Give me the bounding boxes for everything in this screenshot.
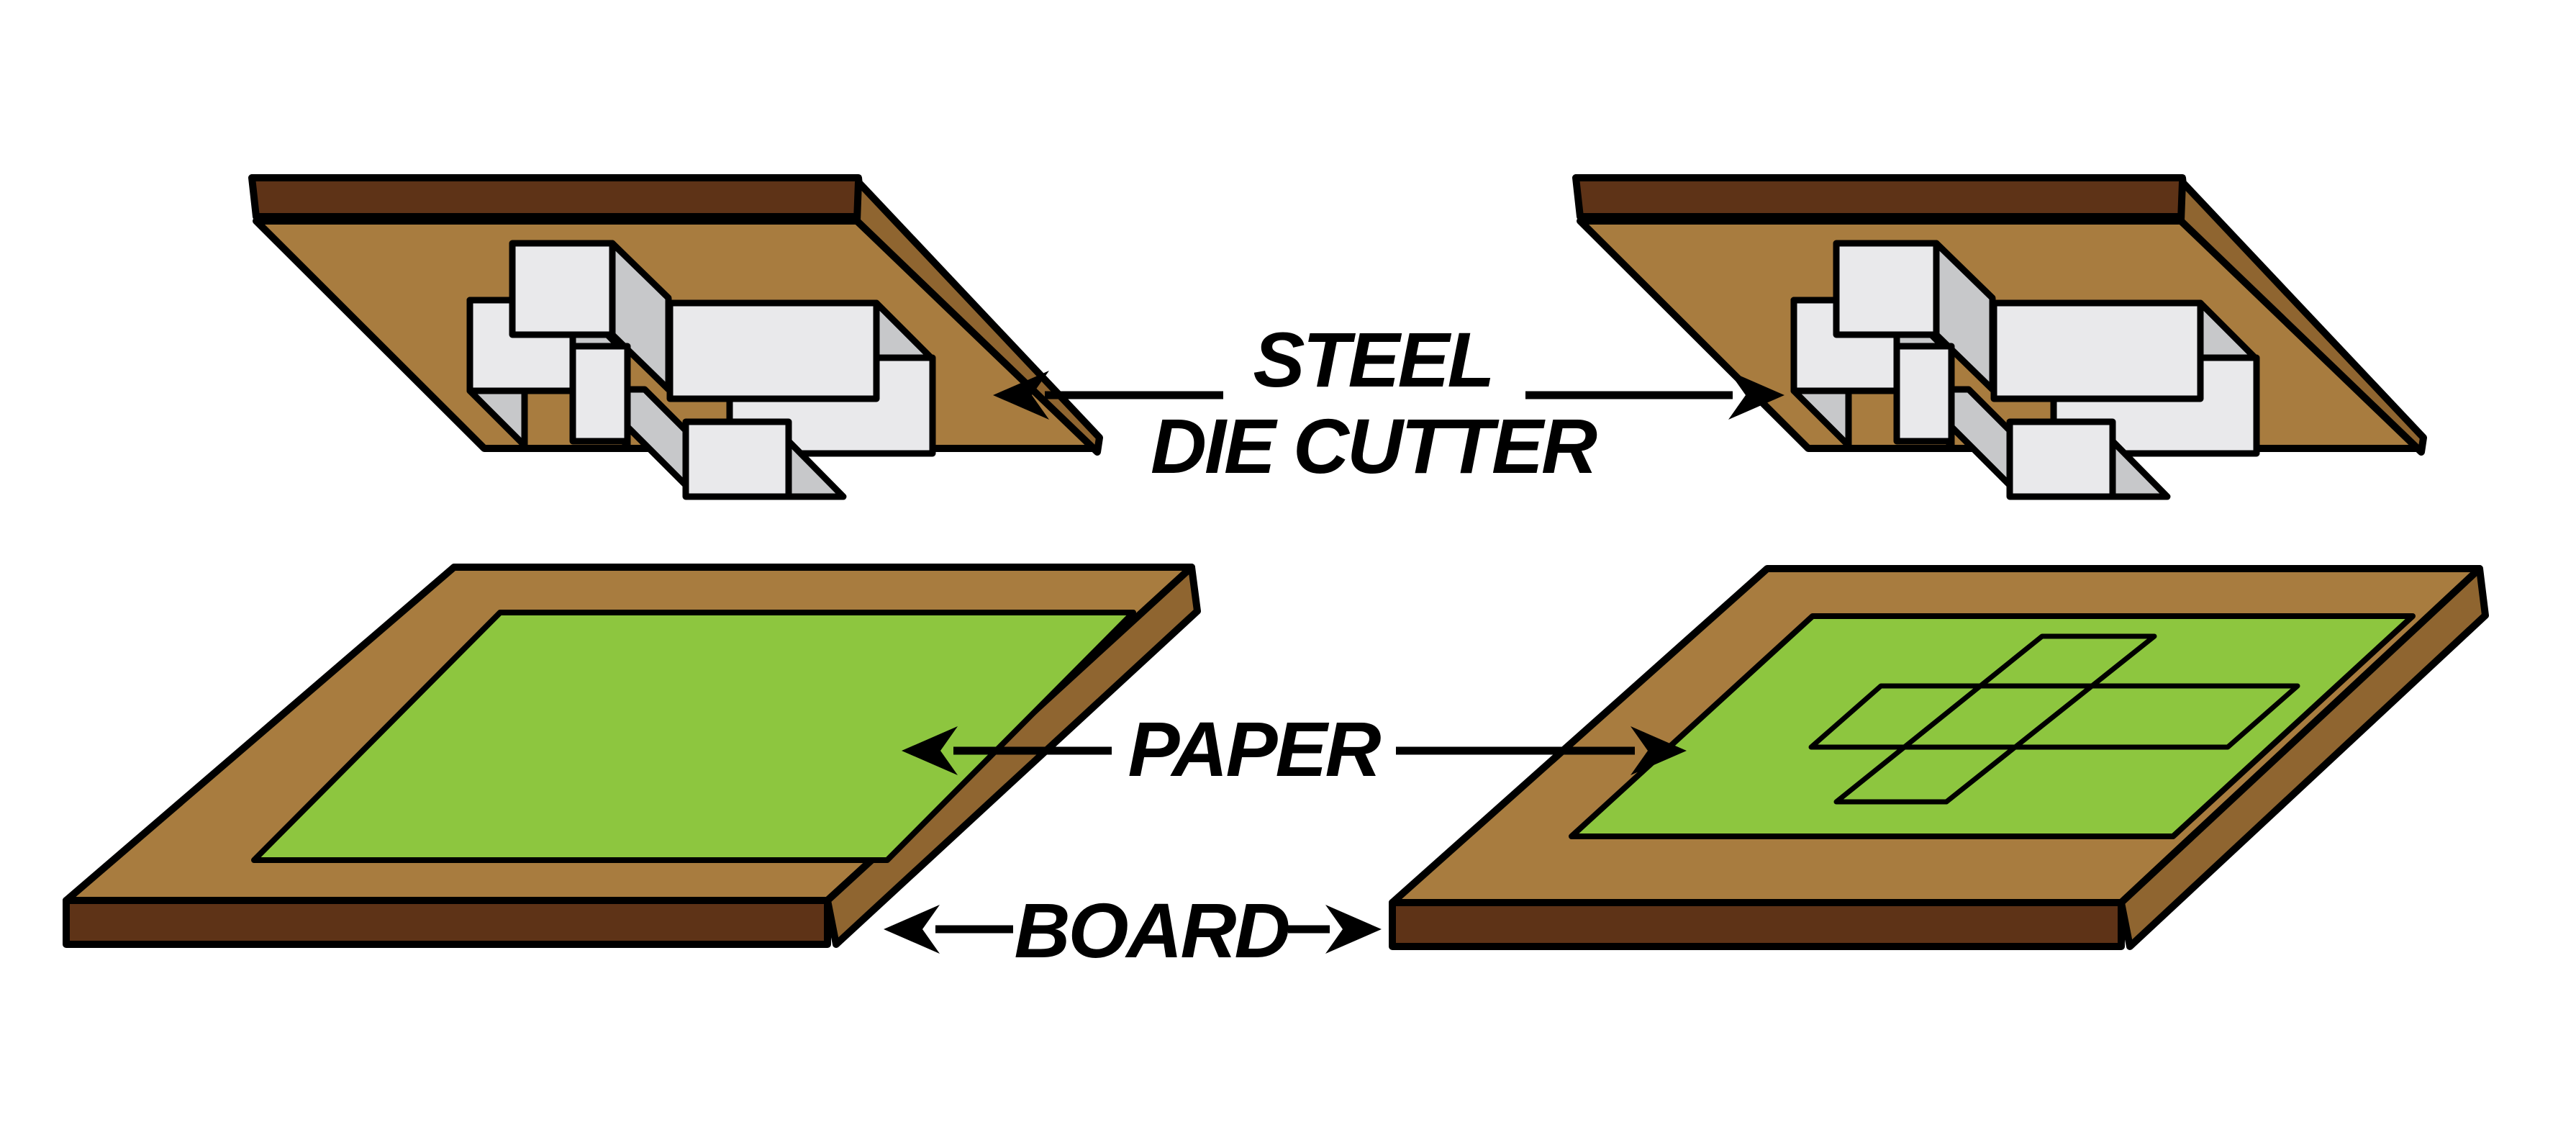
- callout-board: BOARD: [884, 887, 1382, 974]
- paper-sheet-left: [251, 610, 1136, 863]
- board-arrowhead-right-icon: [1325, 905, 1382, 954]
- die-cutter-right: [1576, 178, 2423, 497]
- board-right-front-edge: [1389, 899, 2125, 950]
- callout-steel-die-cutter: STEEL DIE CUTTER: [993, 316, 1784, 489]
- board-left-front-edge: [63, 897, 831, 948]
- board-right-right-edge: [2118, 565, 2489, 950]
- callout-paper: PAPER: [902, 705, 1687, 792]
- die-cut-pattern: [1808, 633, 2300, 805]
- label-paper: PAPER: [1128, 705, 1381, 792]
- die-cutter-left: [252, 178, 1099, 497]
- board-arrowhead-left-icon: [884, 905, 940, 954]
- paper-board-right: [1389, 565, 2489, 950]
- label-steel-line2: DIE CUTTER: [1151, 402, 1597, 489]
- label-board: BOARD: [1015, 887, 1289, 974]
- paper-board-left: [63, 564, 1201, 948]
- label-steel-line1: STEEL: [1253, 316, 1492, 403]
